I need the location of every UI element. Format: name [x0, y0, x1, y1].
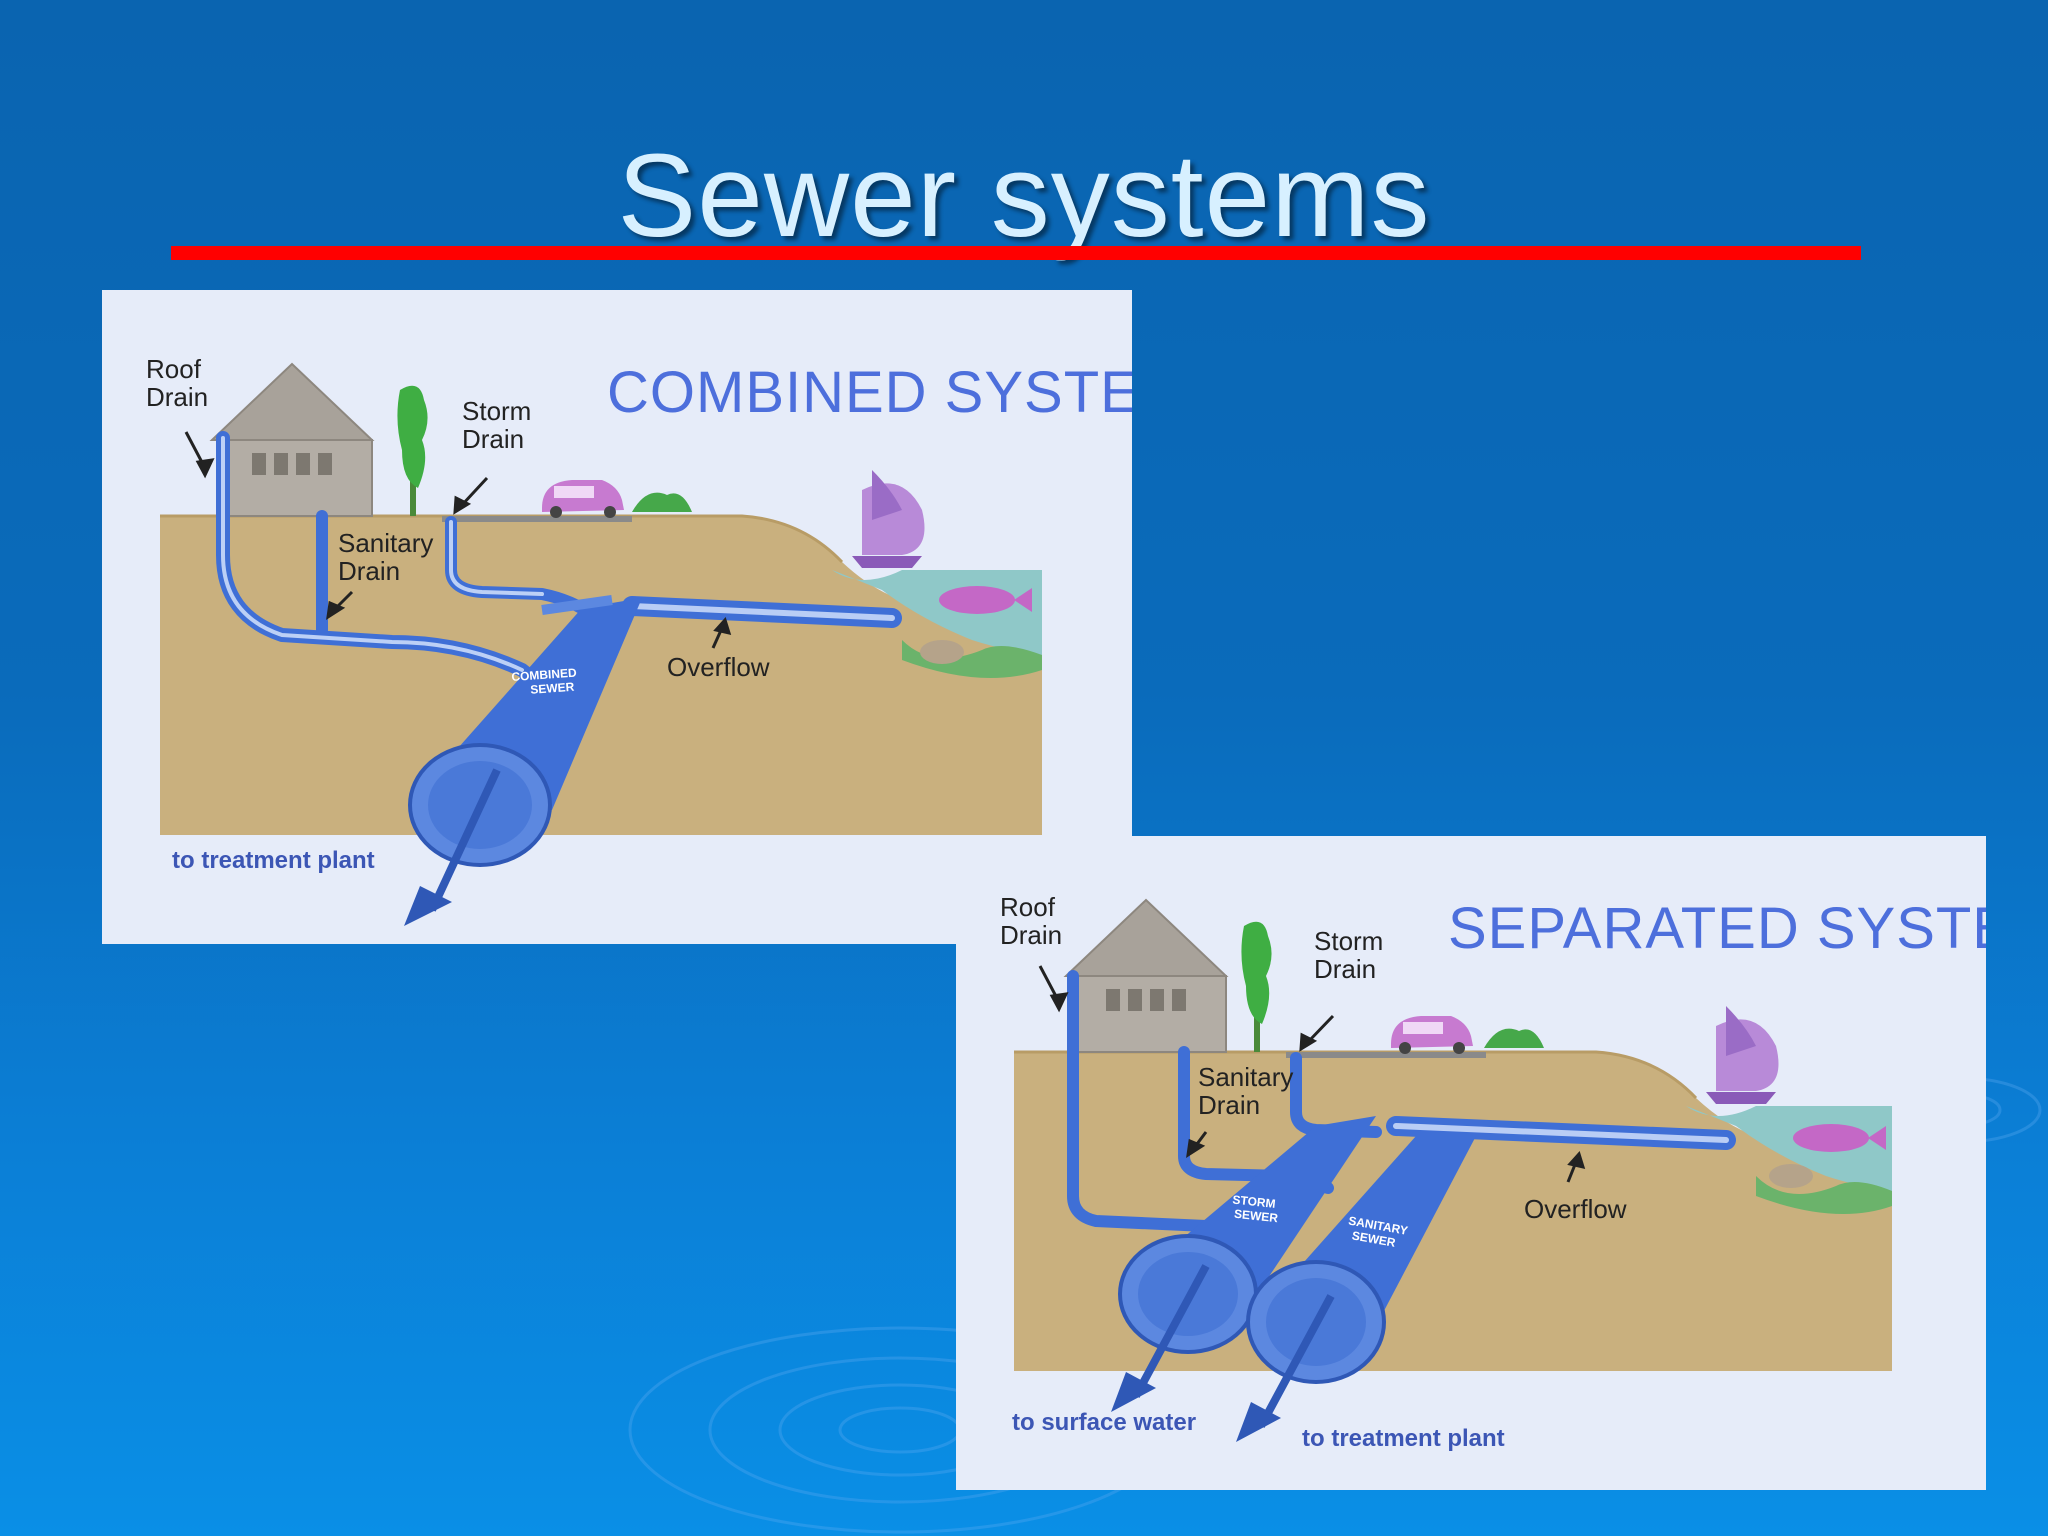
slide-title: Sewer systems — [617, 130, 1431, 262]
treatment-plant-arrow — [1257, 1294, 1335, 1428]
storm-sewer-label: STORM SEWER — [1230, 1193, 1280, 1226]
storm-drain-label: Storm Drain — [462, 396, 539, 454]
sanitary-drain-label: Sanitary Drain — [338, 528, 441, 586]
treatment-plant-label: to treatment plant — [172, 847, 375, 874]
overflow-label: Overflow — [1524, 1194, 1627, 1224]
combined-sewer-label: COMBINED SEWER — [511, 665, 581, 698]
fish-icon — [1793, 1124, 1886, 1152]
sanitary-drain-label: Sanitary Drain — [1198, 1062, 1301, 1120]
surface-water-arrow — [1132, 1264, 1210, 1398]
sailboat-icon — [1706, 1006, 1779, 1104]
roof-drain-label: Roof Drain — [1000, 892, 1062, 950]
sailboat-icon — [852, 470, 925, 568]
outlet-arrow — [428, 768, 501, 912]
fish-icon — [939, 586, 1032, 614]
combined-system-diagram: COMBINED SYSTEM Roof Drain Storm Drain S… — [102, 290, 1132, 944]
house-icon — [1063, 898, 1229, 1053]
overflow-label: Overflow — [667, 652, 770, 682]
combined-heading: COMBINED SYSTEM — [607, 360, 1132, 425]
tree-icon — [1241, 921, 1272, 1052]
car-icon — [542, 480, 624, 518]
house-icon — [209, 362, 375, 517]
car-icon — [1391, 1016, 1473, 1054]
separated-system-diagram: SEPARATED SYSTEM Roof Drain Storm Drain … — [956, 836, 1986, 1490]
surface-water-label: to surface water — [1012, 1409, 1196, 1436]
roof-drain-label: Roof Drain — [146, 354, 208, 412]
title-underline — [171, 246, 1861, 260]
separated-heading: SEPARATED SYSTEM — [1448, 896, 1986, 961]
tree-icon — [397, 385, 428, 516]
treatment-plant-label: to treatment plant — [1302, 1425, 1505, 1452]
storm-drain-label: Storm Drain — [1314, 926, 1391, 984]
